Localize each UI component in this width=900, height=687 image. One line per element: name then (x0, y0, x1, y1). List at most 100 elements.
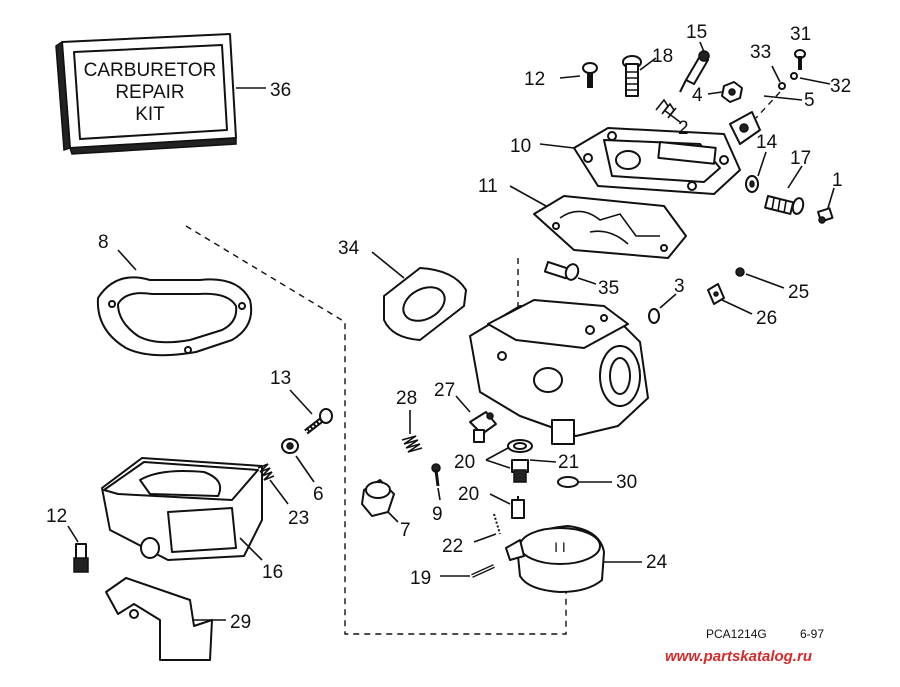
leader-22 (473, 533, 497, 543)
callout-16: 16 (262, 562, 283, 583)
leader-2 (663, 109, 681, 123)
leader-11 (509, 185, 547, 207)
callout-3: 3 (674, 276, 685, 297)
callout-4: 4 (692, 85, 703, 106)
callout-7: 7 (400, 520, 411, 541)
leader-14 (757, 151, 767, 177)
leader-34 (371, 251, 405, 279)
kit-label-line1: CARBURETOR (84, 60, 217, 81)
callout-23: 23 (288, 508, 309, 529)
callout-11: 11 (478, 176, 498, 197)
leader-17 (787, 165, 803, 189)
float-7 (361, 479, 395, 517)
watermark-url: www.partskatalog.ru (665, 648, 812, 665)
leader-20-lower (489, 493, 511, 505)
washer-32 (790, 72, 798, 80)
carburetor-cover (573, 127, 741, 195)
clip-26 (707, 283, 725, 305)
needle-valve-20 (511, 496, 525, 519)
leader-27 (455, 395, 471, 413)
callout-24: 24 (646, 552, 668, 573)
small-screw-31 (794, 49, 806, 70)
bracket-screw (73, 543, 89, 573)
float-spring (257, 463, 275, 481)
leader-23 (269, 479, 289, 505)
kit-label-line2: REPAIR (115, 82, 184, 103)
leader-25 (745, 273, 785, 289)
callout-5: 5 (804, 90, 815, 111)
callout-14: 14 (756, 132, 778, 153)
leader-18 (639, 57, 657, 71)
leader-12-bottom (67, 525, 79, 543)
o-ring-30 (557, 476, 579, 488)
needle-spring (655, 98, 677, 119)
drawing-code: PCA1214G (706, 627, 767, 641)
kit-label-line3: KIT (135, 104, 165, 125)
spring-28 (401, 435, 423, 453)
plug-1 (817, 207, 834, 224)
callout-32: 32 (830, 76, 851, 97)
float-bowl (101, 457, 263, 561)
callout-8: 8 (98, 232, 109, 253)
leader-10 (539, 143, 575, 149)
mounting-bracket (105, 577, 213, 661)
repair-kit-box: CARBURETOR REPAIR KIT (55, 33, 237, 155)
leader-7 (387, 511, 399, 523)
leader-33 (771, 65, 781, 83)
callout-15: 15 (686, 22, 707, 43)
callout-35: 35 (598, 278, 619, 299)
throttle-lever (729, 111, 761, 145)
callout-18: 18 (652, 46, 673, 67)
callout-13: 13 (270, 368, 291, 389)
callout-12-top: 12 (524, 69, 545, 90)
leader-15 (699, 41, 705, 53)
leader-1 (827, 187, 835, 209)
drawing-date: 6-97 (800, 627, 824, 641)
callout-10: 10 (510, 136, 531, 157)
adjust-screw-17 (764, 195, 805, 215)
callout-20-upper: 20 (454, 452, 475, 473)
leader-3 (659, 293, 677, 309)
leader-35 (577, 277, 597, 285)
callout-30: 30 (616, 472, 637, 493)
callout-34: 34 (338, 238, 360, 259)
callout-17: 17 (790, 148, 811, 169)
callout-21: 21 (558, 452, 579, 473)
leader-8 (117, 249, 137, 271)
dash-5 (755, 91, 781, 119)
main-jet-21 (511, 459, 529, 483)
float-bowl-gasket (96, 276, 253, 357)
callout-1: 1 (832, 170, 843, 191)
pin-22 (493, 513, 501, 535)
intake-gasket (383, 267, 467, 341)
callout-12-bottom: 12 (46, 506, 67, 527)
callout-25: 25 (788, 282, 809, 303)
screw-9 (431, 463, 441, 487)
assembly-dash-line (185, 225, 567, 635)
callout-26: 26 (756, 308, 777, 329)
callout-27: 27 (434, 380, 455, 401)
leader-20-upper-b (485, 459, 511, 469)
bowl-plug (281, 438, 299, 454)
gasket-20-upper (507, 439, 533, 453)
callout-33: 33 (750, 42, 771, 63)
leader-26 (721, 299, 753, 315)
callout-29: 29 (230, 612, 251, 633)
leader-21 (529, 459, 557, 463)
gasket-screw-35 (543, 261, 580, 281)
callout-20-lower: 20 (458, 484, 479, 505)
svg-text:I I: I I (554, 539, 566, 555)
leader-32 (799, 77, 831, 85)
ball-33 (778, 82, 786, 90)
callout-2: 2 (678, 118, 689, 139)
washer-14 (745, 175, 759, 193)
callout-28: 28 (396, 388, 417, 409)
callout-6: 6 (313, 484, 324, 505)
leader-9 (437, 487, 441, 501)
leader-6 (295, 455, 315, 483)
clip-screw-25 (735, 267, 745, 277)
leader-20-upper-a (485, 447, 509, 461)
callout-19: 19 (410, 568, 431, 589)
leader-13 (289, 389, 313, 415)
